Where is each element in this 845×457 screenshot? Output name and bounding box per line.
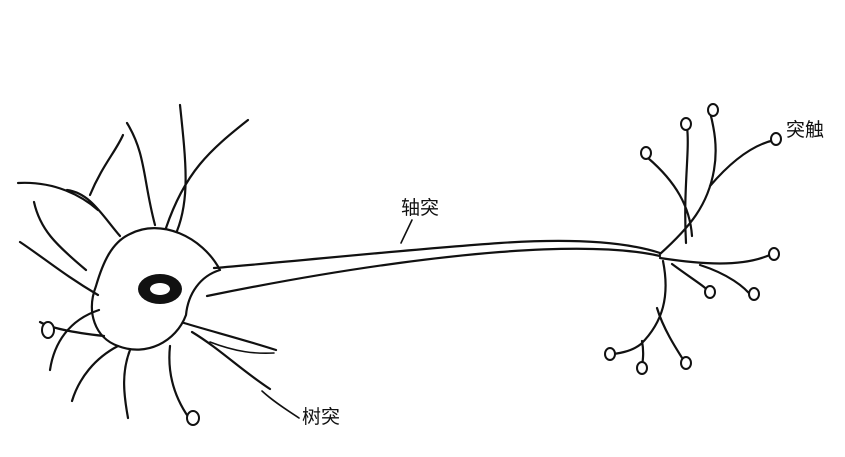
synapse-label: 突触 xyxy=(786,119,825,141)
soma-outline xyxy=(90,227,222,351)
synaptic-terminal xyxy=(768,247,780,261)
nucleus-inner xyxy=(150,283,170,295)
synaptic-terminal xyxy=(704,285,716,299)
synaptic-terminal xyxy=(636,361,648,375)
synaptic-terminal xyxy=(680,356,692,370)
axon-terminal-branches-upper xyxy=(646,110,777,256)
axon-label: 轴突 xyxy=(401,197,440,219)
synaptic-terminal xyxy=(770,132,782,146)
dendrite-bottom xyxy=(168,321,278,420)
dendrite-terminal-left xyxy=(41,321,55,339)
dendrite-branch-fine xyxy=(209,341,300,419)
axon-lower-edge xyxy=(205,247,662,298)
dendrite-top xyxy=(125,103,250,233)
synaptic-terminal xyxy=(707,103,719,117)
dendrite-left xyxy=(18,200,101,372)
synaptic-terminal xyxy=(640,146,652,160)
dendrite-top-left xyxy=(16,133,125,238)
axon-terminal-branches-lower xyxy=(608,252,774,369)
synaptic-terminal xyxy=(748,287,760,301)
dendrite-label: 树突 xyxy=(302,406,341,428)
synaptic-terminal xyxy=(680,117,692,131)
axon-upper-edge xyxy=(212,239,662,270)
axon-label-leader xyxy=(400,219,413,244)
synaptic-terminal xyxy=(604,347,616,361)
dendrite-bottom-left xyxy=(38,320,132,420)
dendrite-terminal-bottom xyxy=(186,410,200,426)
